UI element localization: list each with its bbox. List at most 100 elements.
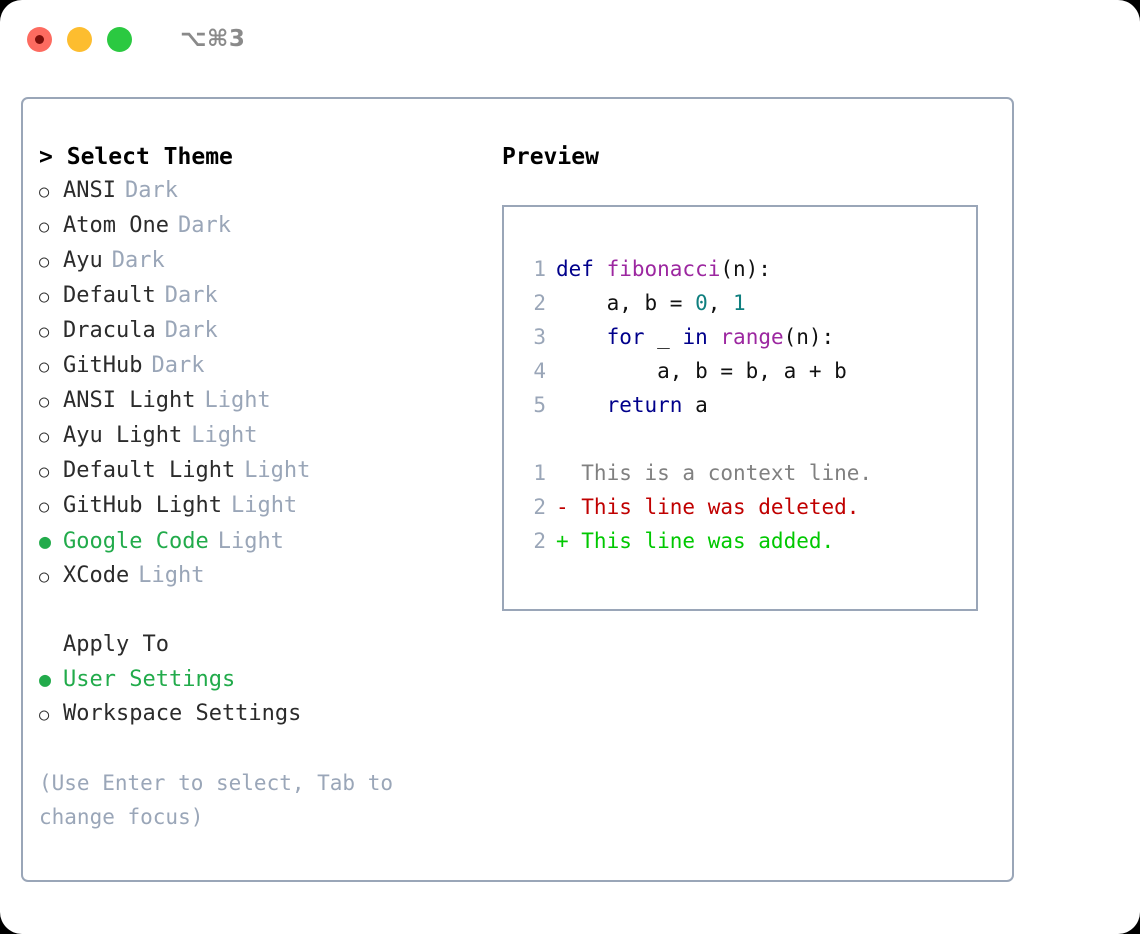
radio-unselected-icon: ○ <box>39 217 50 237</box>
theme-option[interactable]: ○ Ayu Light Light <box>39 419 499 454</box>
diff-sample: 1 This is a context line.2- This line wa… <box>520 456 976 558</box>
keyboard-hint-text: (Use Enter to select, Tab to change focu… <box>39 771 406 829</box>
diff-line-number: 2 <box>533 529 546 553</box>
apply-to-option-label: Workspace Settings <box>63 701 302 726</box>
page-title-text: Select Theme <box>66 144 233 170</box>
apply-to-option[interactable]: ○Workspace Settings <box>39 697 499 732</box>
close-button[interactable] <box>27 26 52 52</box>
radio-selected-icon: ● <box>39 667 52 691</box>
prompt-caret: > <box>39 144 53 170</box>
code-token-txt: a <box>682 393 708 417</box>
theme-option-label: ANSI Light <box>63 388 196 413</box>
theme-option-variant: Light <box>138 563 205 588</box>
code-line-number: 5 <box>533 393 546 417</box>
code-line-number: 1 <box>533 257 546 281</box>
theme-option-variant: Dark <box>124 178 178 203</box>
theme-option-variant: Light <box>204 388 271 413</box>
code-token-fn: fibonacci <box>606 257 721 281</box>
keyboard-shortcut-label: ⌥⌘3 <box>180 26 246 52</box>
theme-option-variant: Light <box>230 493 298 518</box>
code-line: 2 a, b = 0, 1 <box>520 286 976 320</box>
theme-option-variant: Dark <box>164 318 218 343</box>
code-line-number: 2 <box>533 291 546 315</box>
theme-option[interactable]: ○ Atom One Dark <box>39 209 499 244</box>
code-diff-spacer <box>520 422 976 456</box>
code-line: 4 a, b = b, a + b <box>520 354 976 388</box>
theme-option-label: Atom One <box>63 213 169 238</box>
code-token-kw: def <box>556 257 607 281</box>
theme-option[interactable]: ○ GitHub Light Light <box>39 489 499 524</box>
theme-option-variant: Dark <box>177 213 231 238</box>
theme-option-label: Ayu <box>63 248 103 273</box>
theme-option-label: XCode <box>63 563 130 588</box>
page-title: > Select Theme <box>39 140 499 174</box>
diff-line-content: + This line was added. <box>556 529 835 553</box>
theme-option[interactable]: ○ Ayu Dark <box>39 244 499 279</box>
diff-line-ctx: 1 This is a context line. <box>520 456 976 490</box>
theme-option-variant: Dark <box>164 283 218 308</box>
code-line-content: return a <box>556 388 708 422</box>
code-token-txt <box>556 325 607 349</box>
radio-unselected-icon: ○ <box>39 252 50 272</box>
apply-to-heading: Apply To <box>63 632 169 657</box>
theme-option-variant: Light <box>217 529 284 554</box>
code-line-number: 4 <box>533 359 546 383</box>
radio-unselected-icon: ○ <box>39 462 50 482</box>
code-token-kw: for <box>606 325 645 349</box>
apply-to-option-label: User Settings <box>63 667 236 692</box>
theme-option-label: Google Code <box>63 529 209 554</box>
code-line-content: for _ in range(n): <box>556 320 835 354</box>
window-titlebar: ⌥⌘3 <box>0 0 1140 78</box>
code-token-fn: range <box>720 325 784 349</box>
code-line: 5 return a <box>520 388 976 422</box>
code-token-txt: _ <box>644 325 683 349</box>
radio-unselected-icon: ○ <box>39 497 50 517</box>
diff-line-add: 2 + This line was added. <box>520 524 976 558</box>
code-token-txt: a, b = b, a + b <box>556 359 847 383</box>
theme-option-label: GitHub Light <box>63 493 222 518</box>
code-token-num: 1 <box>733 291 746 315</box>
radio-unselected-icon: ○ <box>39 182 50 202</box>
code-line: 3 for _ in range(n): <box>520 320 976 354</box>
radio-unselected-icon: ○ <box>39 427 50 447</box>
code-token-txt <box>708 325 721 349</box>
code-line-content: def fibonacci(n): <box>556 252 771 286</box>
theme-option-label: GitHub <box>63 353 143 378</box>
section-spacer <box>39 594 499 628</box>
code-token-kw: in <box>682 325 708 349</box>
theme-option-label: Dracula <box>63 318 156 343</box>
code-line-number: 3 <box>533 325 546 349</box>
diff-line-del: 2- This line was deleted. <box>520 490 976 524</box>
theme-option-variant: Light <box>244 458 311 483</box>
theme-option-variant: Light <box>191 423 258 448</box>
code-token-txt: (n): <box>783 325 835 349</box>
maximize-button[interactable] <box>107 26 132 52</box>
recording-indicator-icon <box>35 34 44 44</box>
theme-option-label: Ayu Light <box>63 423 183 448</box>
minimize-button[interactable] <box>67 26 92 52</box>
code-token-txt <box>556 393 607 417</box>
diff-line-content: - This line was deleted. <box>556 495 860 519</box>
code-line-content: a, b = b, a + b <box>556 354 847 388</box>
apply-to-option[interactable]: ● User Settings <box>39 662 499 697</box>
theme-option-variant: Dark <box>111 248 165 273</box>
code-token-num: 0 <box>695 291 708 315</box>
code-line-content: a, b = 0, 1 <box>556 286 746 320</box>
code-token-txt: (n): <box>720 257 771 281</box>
theme-option-variant: Dark <box>151 353 205 378</box>
preview-title: Preview <box>502 144 599 170</box>
